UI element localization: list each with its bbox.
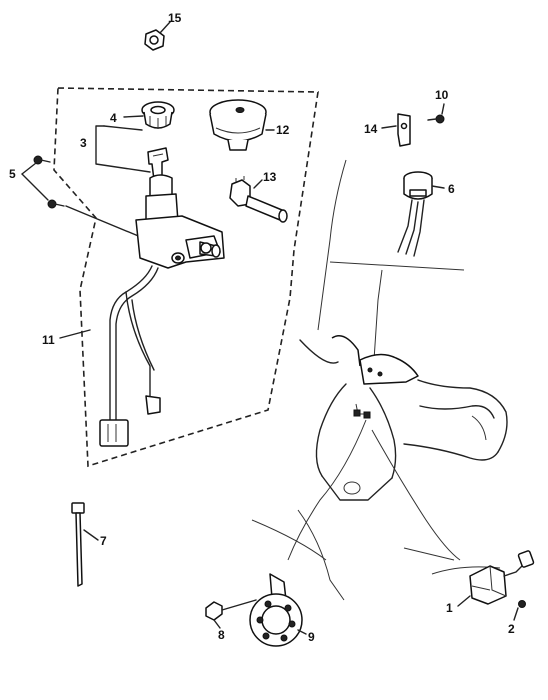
part-4-cap — [123, 101, 175, 129]
part-5-screws — [21, 155, 149, 241]
part-14-bracket — [381, 113, 411, 147]
scooter-outline — [251, 159, 508, 601]
kit-boundary — [53, 87, 319, 468]
part-10-screw — [427, 103, 445, 124]
label-13: 13 — [263, 170, 277, 184]
part-2-screw — [513, 600, 526, 621]
part-15-nut — [144, 21, 171, 51]
label-15: 15 — [168, 11, 182, 25]
label-10: 10 — [435, 88, 449, 102]
label-14: 14 — [364, 122, 378, 136]
part-9-horn — [249, 573, 307, 647]
part-8-bolt — [205, 599, 257, 629]
part-1-unit — [457, 550, 535, 607]
part-6-relay — [397, 171, 445, 257]
label-7: 7 — [100, 534, 107, 548]
part-7-cable-tie — [71, 502, 99, 587]
label-1: 1 — [446, 601, 453, 615]
label-9: 9 — [308, 630, 315, 644]
label-6: 6 — [448, 182, 455, 196]
label-12: 12 — [276, 123, 290, 137]
label-2: 2 — [508, 622, 515, 636]
label-4: 4 — [110, 111, 117, 125]
label-11: 11 — [42, 333, 55, 347]
ignition-switch — [99, 147, 225, 447]
label-3: 3 — [80, 136, 87, 150]
label-8: 8 — [218, 628, 225, 642]
part-12-cap — [209, 99, 275, 151]
bracket-3 — [95, 125, 151, 173]
part-13-cylinder — [229, 176, 288, 223]
label-5: 5 — [9, 167, 16, 181]
